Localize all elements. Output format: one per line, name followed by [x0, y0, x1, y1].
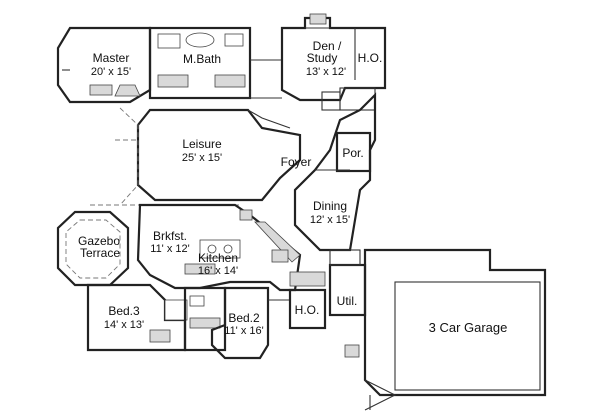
room-den-name: Den / — [313, 39, 342, 53]
room-bed2-name: Bed.2 — [228, 311, 260, 325]
room-bed3-dims: 14' x 13' — [104, 319, 144, 331]
room-den-name2: Study — [307, 51, 338, 65]
room-den-dims: 13' x 12' — [306, 66, 346, 78]
ho-util-walls — [288, 249, 367, 330]
room-util-name: Util. — [337, 294, 358, 308]
bed3-walls — [86, 283, 188, 352]
room-brkfst-dims: 11' x 12' — [150, 243, 189, 255]
room-foyer-name: Foyer — [281, 155, 312, 169]
bed2-walls — [210, 286, 290, 360]
room-mbath-name: M.Bath — [183, 52, 221, 66]
room-leisure-dims: 25' x 15' — [182, 152, 222, 164]
foyer-dining-walls — [293, 92, 377, 252]
room-master-dims: 20' x 15' — [91, 66, 131, 78]
master-suite-walls — [56, 26, 152, 104]
garage-walls — [344, 248, 547, 411]
room-dining-dims: 12' x 15' — [310, 214, 350, 226]
room-leisure-name: Leisure — [182, 137, 222, 151]
kitchen-walls — [136, 203, 302, 292]
room-labels: Master 20' x 15' M.Bath Den / Study 13' … — [78, 39, 507, 337]
room-master-name: Master — [93, 51, 130, 65]
room-gazebo-name2: Terrace — [80, 246, 120, 260]
room-garage-name: 3 Car Garage — [429, 320, 508, 335]
room-bed3-name: Bed.3 — [108, 304, 140, 318]
room-dining-name: Dining — [313, 199, 347, 213]
room-ho-top-name: H.O. — [358, 51, 383, 65]
shared-bath-walls — [183, 286, 227, 352]
room-por-name: Por. — [342, 146, 363, 160]
room-ho-bottom-name: H.O. — [295, 303, 320, 317]
room-bed2-dims: 11' x 16' — [224, 325, 263, 337]
room-brkfst-name: Brkfst. — [153, 229, 187, 243]
room-gazebo-name: Gazebo — [78, 234, 120, 248]
master-bath-walls — [148, 26, 282, 100]
room-kitchen-dims: 16' x 14' — [198, 265, 238, 277]
den-study-walls — [280, 13, 387, 102]
room-kitchen-name: Kitchen — [198, 251, 238, 265]
